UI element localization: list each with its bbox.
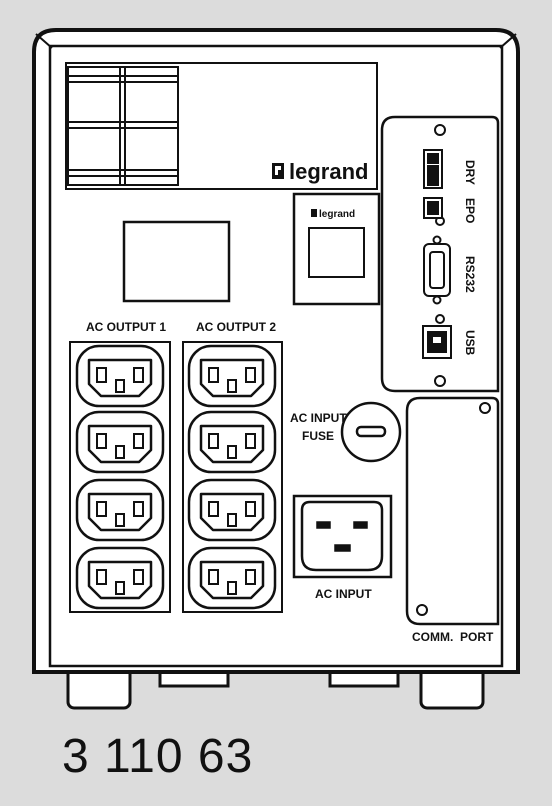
rs232-label: RS232 [463,256,477,293]
legrand-module-window [308,227,365,278]
interface-screw-bottom [434,375,446,387]
outlet-pins-icon [208,367,256,393]
outlet-pins-icon [96,569,144,595]
fuse-slot-icon [355,425,387,438]
ac-outlet[interactable] [75,546,165,610]
ac-outlet[interactable] [187,546,277,610]
ac-outlet[interactable] [187,478,277,542]
ac-outlet[interactable] [187,410,277,474]
ac-outlet[interactable] [75,344,165,408]
interface-screw-top [434,124,446,136]
usb-label: USB [463,330,477,356]
ac-input-fuse-label-line2: FUSE [302,429,334,443]
body-corner-tl [35,33,53,49]
ac-outlet[interactable] [75,410,165,474]
epo-terminal[interactable] [423,197,443,219]
rs232-port[interactable] [423,235,451,305]
ac-input-pins-icon [316,521,368,552]
outlet-pins-icon [96,367,144,393]
outlet-pins-icon [96,501,144,527]
comm-port-screw-bottom [416,604,428,616]
outlet-pins-icon [208,433,256,459]
outlet-pins-icon [208,569,256,595]
display-window [122,220,231,303]
comm-port-slot[interactable] [405,396,500,626]
fuse-holder[interactable] [340,401,402,463]
legrand-module-logo: legrand [311,209,355,220]
ac-output-2-outlets [187,344,277,610]
module-logo-text: legrand [319,209,355,220]
product-code: 3 110 63 [62,730,254,783]
outlet-pins-icon [208,501,256,527]
legrand-module-mark-icon [311,209,317,217]
ac-input-label: AC INPUT [315,587,372,601]
ac-outlet[interactable] [75,478,165,542]
usb-port[interactable] [422,325,452,359]
ac-output-1-label: AC OUTPUT 1 [86,320,166,334]
ac-output-2-label: AC OUTPUT 2 [196,320,276,334]
body-corner-tr [499,33,517,49]
ac-input-socket[interactable] [300,500,384,572]
outlet-pins-icon [96,433,144,459]
dry-contact-terminal[interactable] [423,149,443,189]
legrand-logo-mark-icon [272,163,284,179]
epo-label: EPO [463,198,477,223]
ac-input-fuse-label-line1: AC INPUT [290,411,347,425]
legrand-logo-main: legrand [272,159,368,184]
interface-screw-mid [435,314,445,324]
ac-outlet[interactable] [187,344,277,408]
dry-label: DRY [463,160,477,185]
brand-logo-text: legrand [289,159,368,184]
comm-port-screw-top [479,402,491,414]
ac-output-1-outlets [75,344,165,610]
comm-port-label: COMM. PORT [412,630,494,644]
vent-grid [67,66,179,186]
label-plate [65,62,378,190]
